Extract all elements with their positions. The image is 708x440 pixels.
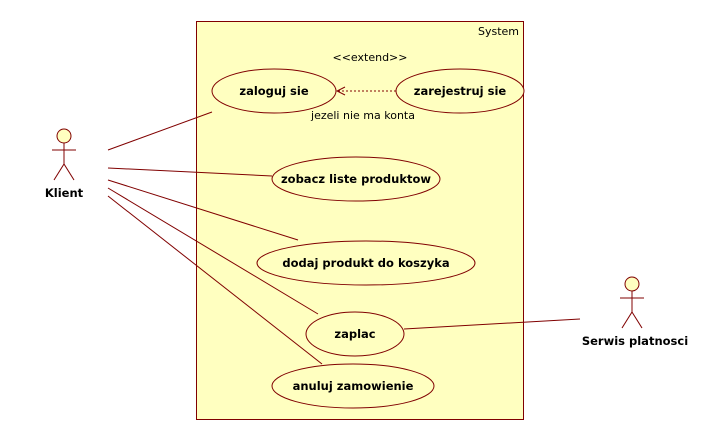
use-case-pay-label: zaplac: [334, 327, 375, 341]
association-client-cancel-order: [107, 195, 323, 365]
association-payment-pay: [403, 318, 581, 330]
stick-figure-icon: [52, 128, 76, 181]
stick-figure-icon: [620, 276, 644, 329]
association-client-pay: [107, 187, 319, 315]
use-case-cancel-order-label: anuluj zamowienie: [293, 379, 414, 393]
use-case-cancel-order[interactable]: anuluj zamowienie: [271, 363, 435, 409]
association-client-view-products: [107, 167, 273, 177]
system-label: System: [478, 25, 519, 38]
use-case-add-to-cart[interactable]: dodaj produkt do koszyka: [256, 240, 476, 286]
use-case-view-products[interactable]: zobacz liste produktow: [271, 156, 441, 202]
use-case-register-label: zarejestruj sie: [414, 84, 507, 98]
association-client-add-to-cart: [107, 179, 299, 241]
association-client-login: [107, 111, 213, 151]
actor-payment-label: Serwis platnosci: [582, 334, 688, 348]
use-case-pay[interactable]: zaplac: [305, 311, 405, 357]
extend-condition: jezeli nie ma konta: [310, 109, 415, 122]
use-case-register[interactable]: zarejestruj sie: [395, 68, 525, 114]
use-case-view-products-label: zobacz liste produktow: [281, 172, 431, 186]
use-case-login-label: zaloguj sie: [239, 84, 308, 98]
actor-payment-service[interactable]: Serwis platnosci: [582, 276, 688, 348]
actor-client[interactable]: Klient: [45, 128, 84, 200]
actor-client-label: Klient: [45, 186, 84, 200]
use-case-add-to-cart-label: dodaj produkt do koszyka: [282, 256, 449, 270]
extend-stereotype: <<extend>>: [333, 51, 408, 64]
use-case-login[interactable]: zaloguj sie: [211, 68, 337, 114]
